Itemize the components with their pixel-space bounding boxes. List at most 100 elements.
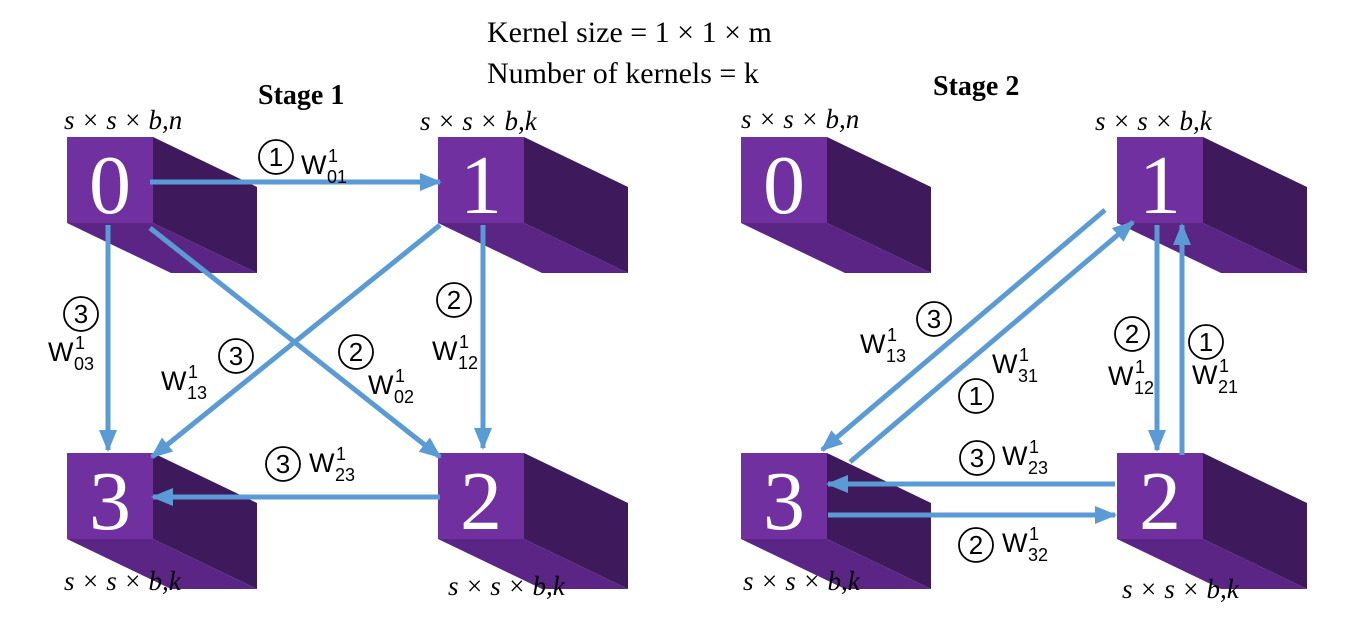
step-number: 3 bbox=[276, 449, 290, 479]
cube-front-face bbox=[1117, 137, 1203, 223]
cube-bottom-face bbox=[1117, 539, 1307, 589]
node-dims-label: s × s × b,k bbox=[743, 566, 861, 596]
cube-bottom-face bbox=[67, 223, 257, 273]
kernel-size-text: Kernel size = 1 × 1 × m bbox=[487, 16, 772, 49]
cube-front-face bbox=[67, 453, 153, 539]
cube-side-face bbox=[153, 453, 257, 589]
weight-superscript: 1 bbox=[336, 444, 346, 464]
step-number: 1 bbox=[969, 381, 983, 411]
cube-front-face bbox=[67, 137, 153, 223]
weight-symbol: W bbox=[1002, 528, 1028, 558]
node-cube-2: 2 bbox=[438, 453, 628, 589]
weight-superscript: 1 bbox=[395, 366, 405, 386]
weight-subscript: 31 bbox=[1018, 366, 1038, 386]
weight-superscript: 1 bbox=[1019, 345, 1029, 365]
cube-side-face bbox=[524, 137, 628, 273]
step-circle bbox=[958, 527, 994, 563]
weight-subscript: 02 bbox=[394, 387, 414, 407]
step-circle bbox=[959, 440, 995, 476]
step-number: 3 bbox=[927, 304, 941, 334]
cube-front-face bbox=[741, 453, 827, 539]
step-circle bbox=[1114, 316, 1150, 352]
weight-symbol: W bbox=[860, 329, 886, 359]
step-circle bbox=[958, 378, 994, 414]
edge-arrow-1-3 bbox=[820, 208, 1107, 452]
weight-superscript: 1 bbox=[1029, 437, 1039, 457]
node-number: 1 bbox=[1139, 139, 1181, 232]
weight-symbol: W bbox=[432, 336, 458, 366]
weight-subscript: 01 bbox=[327, 167, 347, 187]
cube-bottom-face bbox=[1117, 223, 1307, 273]
weight-symbol: W bbox=[48, 337, 74, 367]
node-dims-label: s × s × b,k bbox=[448, 571, 566, 601]
step-number: 2 bbox=[349, 337, 363, 367]
cube-bottom-face bbox=[741, 539, 931, 589]
weight-superscript: 1 bbox=[1219, 356, 1229, 376]
weight-symbol: W bbox=[309, 448, 335, 478]
node-cube-3: 3 bbox=[67, 453, 257, 589]
step-number: 2 bbox=[447, 285, 461, 315]
weight-subscript: 32 bbox=[1028, 545, 1048, 565]
arrows-layer bbox=[99, 173, 1191, 524]
step-circle bbox=[218, 338, 254, 374]
step-circle bbox=[63, 296, 99, 332]
node-dims-label: s × s × b,n bbox=[64, 105, 182, 135]
step-number: 1 bbox=[269, 142, 283, 172]
step-circle bbox=[265, 446, 301, 482]
cube-side-face bbox=[524, 453, 628, 589]
node-cube-0: 0 bbox=[741, 137, 931, 273]
weight-subscript: 13 bbox=[886, 346, 906, 366]
node-number: 2 bbox=[460, 455, 502, 548]
node-number: 3 bbox=[763, 455, 805, 548]
cube-side-face bbox=[827, 453, 931, 589]
weight-superscript: 1 bbox=[1029, 524, 1039, 544]
edge-arrow-1-3 bbox=[150, 223, 442, 459]
weight-superscript: 1 bbox=[459, 332, 469, 352]
node-number: 1 bbox=[460, 139, 502, 232]
step-circle bbox=[258, 139, 294, 175]
weight-superscript: 1 bbox=[75, 333, 85, 353]
step-number: 3 bbox=[970, 443, 984, 473]
step-circle bbox=[916, 301, 952, 337]
weight-symbol: W bbox=[301, 150, 327, 180]
weight-superscript: 1 bbox=[328, 146, 338, 166]
weight-symbol: W bbox=[1002, 441, 1028, 471]
node-dims-label: s × s × b,k bbox=[420, 106, 538, 136]
cube-side-face bbox=[153, 137, 257, 273]
step-number: 2 bbox=[969, 530, 983, 560]
step-circle bbox=[338, 334, 374, 370]
stage-2-title: Stage 2 bbox=[933, 71, 1019, 102]
cube-side-face bbox=[1203, 137, 1307, 273]
weight-symbol: W bbox=[368, 370, 394, 400]
step-circle bbox=[1188, 324, 1224, 360]
weight-superscript: 1 bbox=[188, 362, 198, 382]
node-dims-label: s × s × b,n bbox=[741, 104, 859, 134]
cube-front-face bbox=[1117, 453, 1203, 539]
node-cube-3: 3 bbox=[741, 453, 931, 589]
node-number: 2 bbox=[1139, 455, 1181, 548]
step-number: 3 bbox=[229, 341, 243, 371]
node-dims-label: s × s × b,k bbox=[1122, 574, 1240, 604]
step-number: 1 bbox=[1199, 327, 1213, 357]
cube-front-face bbox=[438, 453, 524, 539]
weight-superscript: 1 bbox=[887, 325, 897, 345]
node-number: 0 bbox=[763, 139, 805, 232]
weight-subscript: 23 bbox=[335, 465, 355, 485]
node-cube-1: 1 bbox=[438, 137, 628, 273]
weight-subscript: 03 bbox=[74, 354, 94, 374]
weight-superscript: 1 bbox=[1135, 357, 1145, 377]
node-cube-2: 2 bbox=[1117, 453, 1307, 589]
edge-arrow-3-1 bbox=[848, 220, 1135, 464]
node-dims-label: s × s × b,k bbox=[1095, 106, 1213, 136]
